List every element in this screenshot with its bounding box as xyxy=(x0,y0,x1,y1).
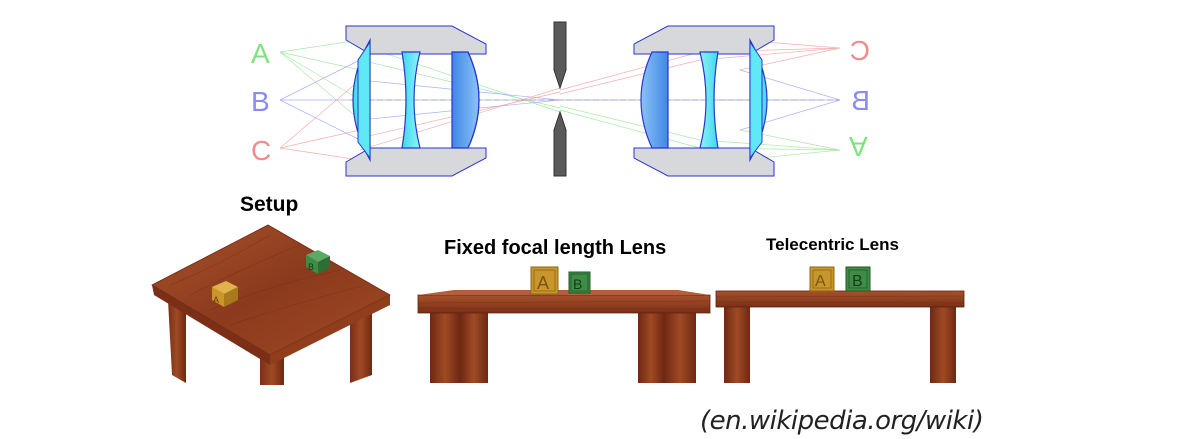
fixed-lens-view: A B xyxy=(417,266,711,383)
telecentric-lens-view: A B xyxy=(715,266,965,383)
svg-text:B: B xyxy=(308,262,314,272)
fixed-lens-caption: Fixed focal length Lens xyxy=(444,237,667,259)
svg-text:B: B xyxy=(852,273,863,290)
left-lens-3 xyxy=(451,51,480,149)
svg-text:A: A xyxy=(213,295,219,305)
left-barrel-bottom xyxy=(345,147,487,177)
svg-text:A: A xyxy=(815,273,826,290)
telecentric-optics-diagram: A B C C B A xyxy=(251,21,870,177)
left-barrel-top xyxy=(345,25,487,55)
setup-block-b: B xyxy=(306,250,330,274)
fixed-block-b: B xyxy=(568,271,591,294)
left-lens-assembly xyxy=(345,25,487,177)
fixed-tabletop xyxy=(417,294,711,314)
telecentric-block-a: A xyxy=(809,266,835,292)
source-attribution: (en.wikipedia.org/wiki) xyxy=(700,406,984,436)
image-label-a-inverted: A xyxy=(849,131,868,162)
object-label-c: C xyxy=(251,135,271,166)
setup-table-illustration: A B xyxy=(151,224,391,385)
setup-caption: Setup xyxy=(240,193,299,216)
svg-text:A: A xyxy=(537,273,549,293)
image-label-c-mirror: C xyxy=(850,35,870,66)
telecentric-lens-caption: Telecentric Lens xyxy=(766,235,899,254)
telecentric-block-b: B xyxy=(845,266,871,292)
svg-text:B: B xyxy=(573,276,582,292)
object-label-b: B xyxy=(251,86,270,117)
fixed-block-a: A xyxy=(530,266,559,295)
object-label-a: A xyxy=(251,38,270,69)
aperture-stop xyxy=(553,21,567,177)
left-lens-2 xyxy=(401,51,421,149)
telecentric-tabletop xyxy=(715,290,965,308)
image-label-b-mirror: B xyxy=(851,85,870,116)
right-lens-assembly xyxy=(633,25,775,177)
setup-block-a: A xyxy=(212,281,238,307)
